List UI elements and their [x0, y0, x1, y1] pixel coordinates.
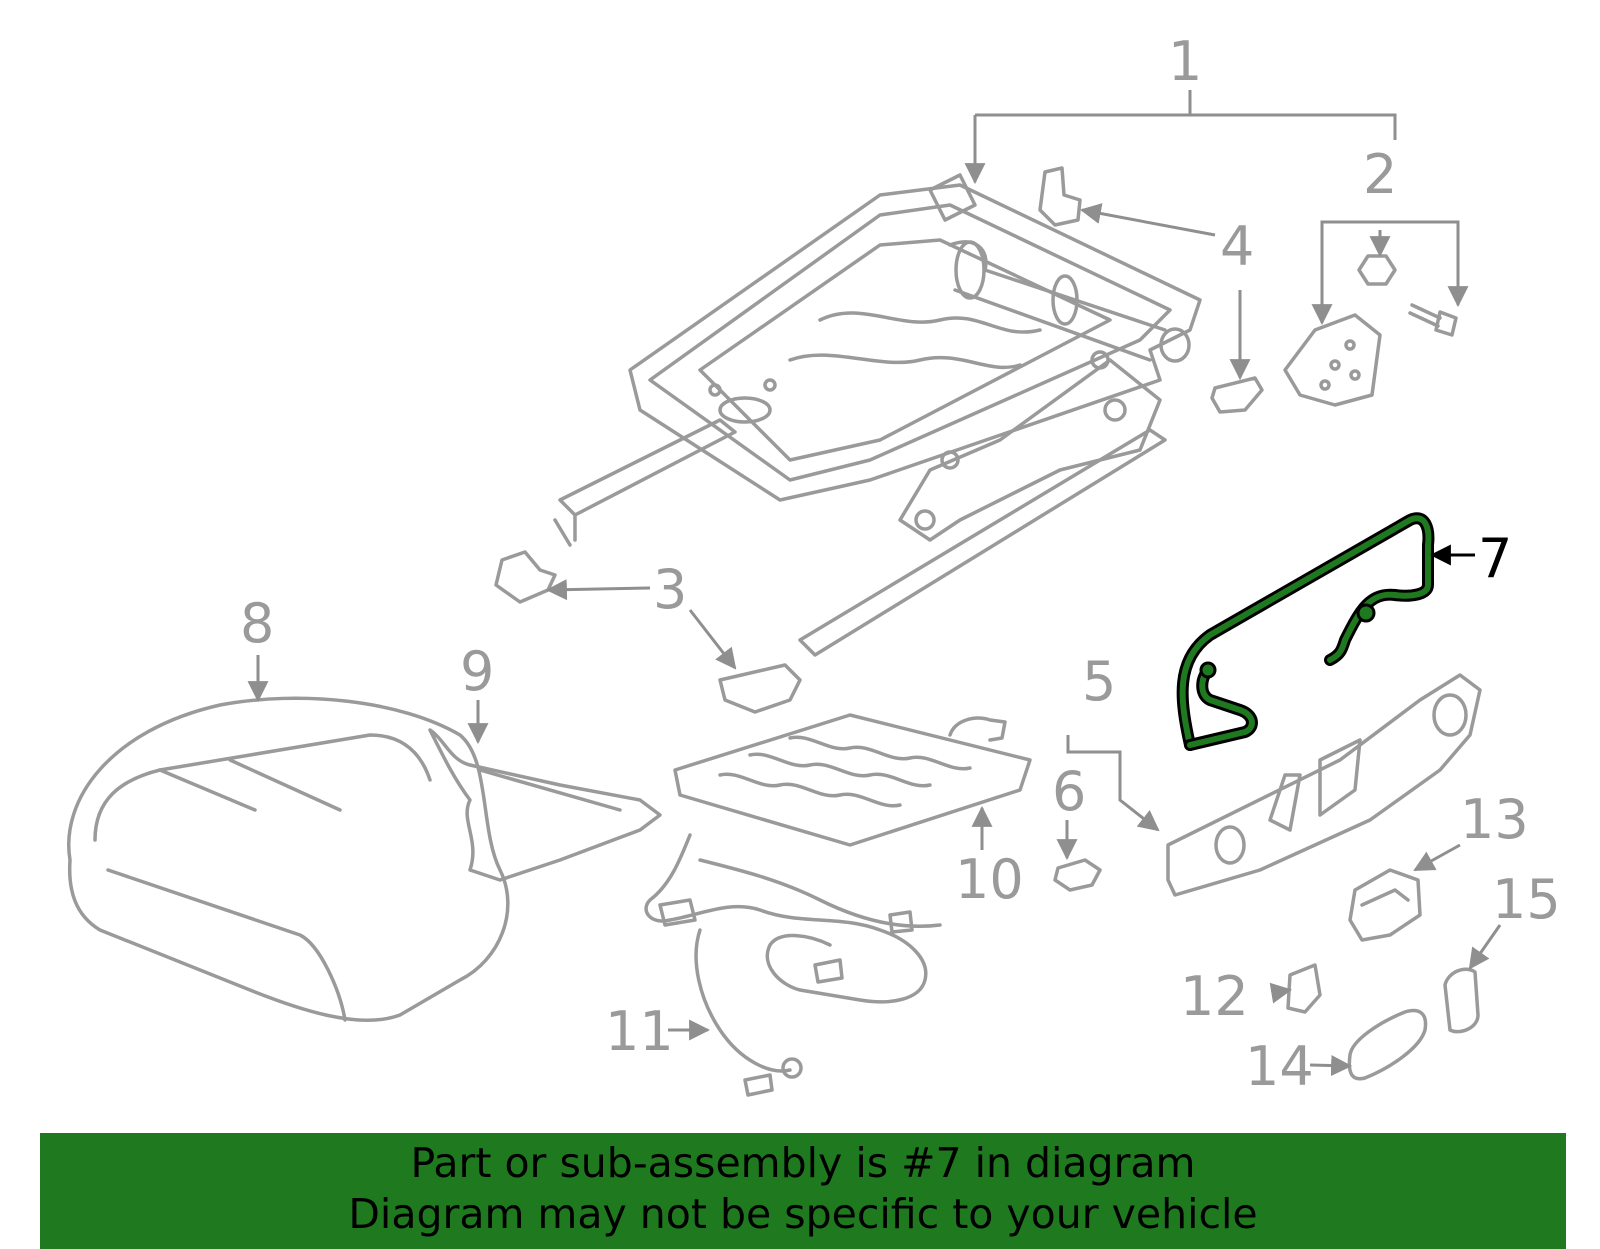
- clip-left: [494, 550, 557, 604]
- seat-cushion-cover: [67, 696, 510, 1022]
- callout-12: 12: [1180, 965, 1249, 1028]
- seat-frame-assembly: [553, 173, 1202, 657]
- callout-10: 10: [955, 848, 1024, 911]
- seat-switch: [1348, 868, 1422, 942]
- trim-piece: [1443, 967, 1480, 1034]
- small-clip: [1053, 858, 1102, 892]
- switch-knob: [1347, 1008, 1428, 1081]
- banner-line-1: Part or sub-assembly is #7 in diagram: [410, 1139, 1196, 1187]
- callout-15: 15: [1492, 868, 1561, 931]
- callout-7: 7: [1478, 527, 1512, 590]
- clip-lower: [718, 663, 802, 714]
- callout-4: 4: [1220, 215, 1254, 278]
- callout-2: 2: [1363, 143, 1397, 206]
- callout-3: 3: [653, 558, 687, 621]
- callout-labels: 1 2 3 4 5 6 7 8 9 10 11 12 13 14 15: [240, 30, 1561, 1098]
- bracket-lower: [1210, 376, 1264, 414]
- callout-5: 5: [1082, 650, 1116, 713]
- recliner-cover: [1283, 313, 1382, 407]
- cushion-pad: [428, 728, 662, 882]
- leader-lines: [247, 90, 1502, 1077]
- wiring-harness: [644, 833, 942, 1097]
- info-banner: Part or sub-assembly is #7 in diagram Di…: [40, 1133, 1566, 1249]
- callout-8: 8: [240, 592, 274, 655]
- clip-12: [1286, 963, 1322, 1014]
- seat-wiring-cable-highlighted: [1176, 512, 1435, 751]
- bracket-upper: [1038, 166, 1082, 227]
- callout-11: 11: [605, 1000, 674, 1063]
- side-shield: [1166, 673, 1482, 897]
- hex-nut: [1357, 254, 1397, 286]
- bolt: [1408, 303, 1458, 337]
- callout-14: 14: [1245, 1035, 1314, 1098]
- callout-9: 9: [460, 640, 494, 703]
- callout-13: 13: [1460, 788, 1529, 851]
- callout-1: 1: [1168, 30, 1202, 93]
- seat-heater-mat: [673, 713, 1032, 847]
- callout-6: 6: [1052, 760, 1086, 823]
- banner-line-2: Diagram may not be specific to your vehi…: [348, 1190, 1258, 1238]
